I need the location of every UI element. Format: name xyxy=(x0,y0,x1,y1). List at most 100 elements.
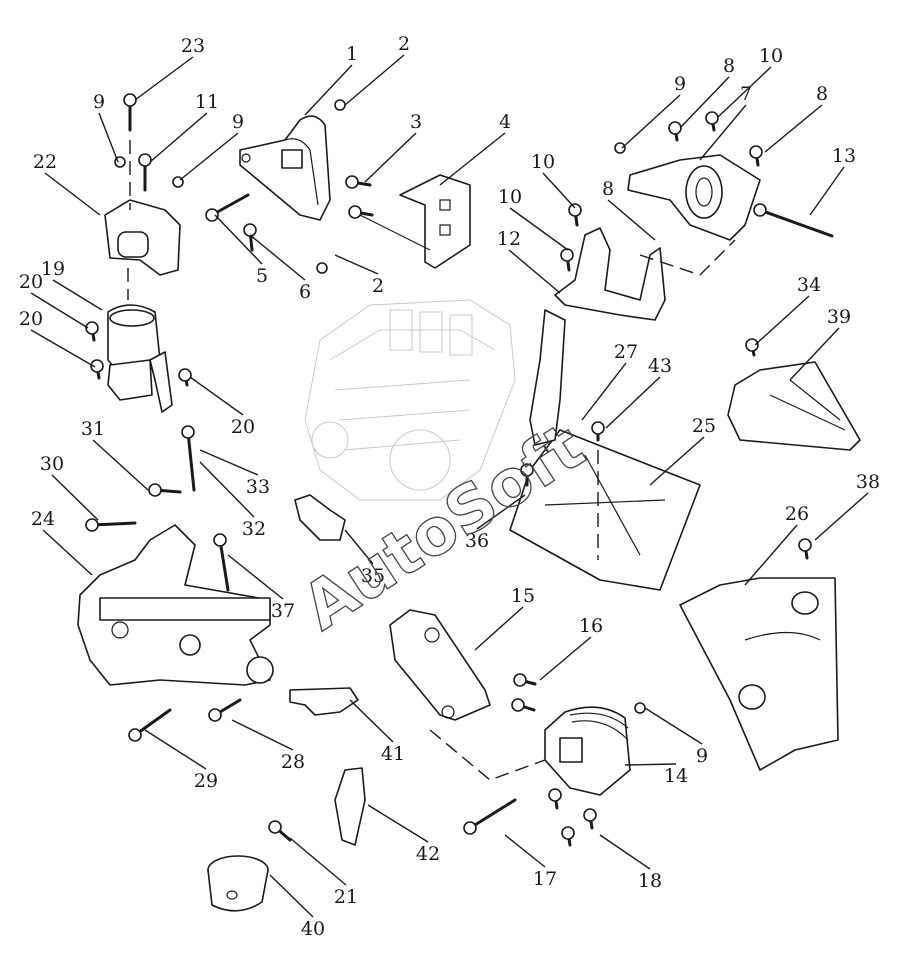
leader-line-20 xyxy=(189,376,244,416)
leader-line-10 xyxy=(542,172,576,209)
leader-line-11 xyxy=(149,112,208,163)
callout-10: 10 xyxy=(498,186,522,208)
part-26-heat-shield xyxy=(679,577,839,771)
bolt-head xyxy=(345,175,359,189)
leader-line-9 xyxy=(621,94,681,149)
bolt-head xyxy=(148,483,162,497)
leader-line-2 xyxy=(344,54,405,106)
leader-line-10 xyxy=(717,66,772,118)
bolt-head xyxy=(243,223,257,237)
callout-17: 17 xyxy=(533,868,557,890)
callout-13: 13 xyxy=(832,145,856,167)
callout-14: 14 xyxy=(664,765,688,787)
leader-line-25 xyxy=(649,436,705,486)
callout-8: 8 xyxy=(723,55,735,77)
callout-27: 27 xyxy=(614,341,638,363)
callout-20: 20 xyxy=(231,416,255,438)
nut xyxy=(334,99,346,111)
leader-lines xyxy=(30,54,869,918)
callout-32: 32 xyxy=(242,518,266,540)
bolt-head xyxy=(749,145,763,159)
callout-26: 26 xyxy=(785,503,809,525)
callout-34: 34 xyxy=(797,274,821,296)
callout-6: 6 xyxy=(299,281,311,303)
leader-line-34 xyxy=(754,295,810,346)
bolt-head xyxy=(205,208,219,222)
part-15-bracket xyxy=(389,609,491,721)
callout-9: 9 xyxy=(232,111,244,133)
bolt-shank xyxy=(186,430,196,492)
leader-line-22 xyxy=(44,172,101,216)
callout-3: 3 xyxy=(410,111,422,133)
bolt-head xyxy=(90,359,104,373)
leader-line-20 xyxy=(30,329,96,368)
callout-39: 39 xyxy=(827,306,851,328)
bolt-head xyxy=(85,518,99,532)
leader-line-38 xyxy=(814,492,869,541)
leader-line-14 xyxy=(624,763,677,766)
bolt-head xyxy=(520,463,534,477)
leader-line-3 xyxy=(364,132,417,183)
part-1-engine-mount xyxy=(239,115,331,221)
part-39-cover xyxy=(727,361,861,451)
bolt-head xyxy=(745,338,759,352)
part-41-bracket xyxy=(289,687,359,716)
bolt-head xyxy=(208,708,222,722)
leader-line-19 xyxy=(52,279,103,311)
leader-line-20 xyxy=(30,292,89,329)
bolt-head xyxy=(513,673,527,687)
bolt-head xyxy=(560,248,574,262)
bolt-shank xyxy=(90,521,137,527)
part-35-clip xyxy=(294,494,346,541)
callout-43: 43 xyxy=(648,355,672,377)
leader-line-29 xyxy=(144,729,207,770)
part-12-bracket xyxy=(554,227,666,321)
fasteners xyxy=(85,93,834,847)
callout-16: 16 xyxy=(579,615,603,637)
callout-40: 40 xyxy=(301,918,325,940)
bolt-head xyxy=(463,821,477,835)
leader-line-8 xyxy=(679,76,730,129)
part-19-mount-body xyxy=(107,304,173,413)
leader-line-16 xyxy=(539,636,592,681)
bolt-head xyxy=(138,153,152,167)
callout-2: 2 xyxy=(398,33,410,55)
leader-line-35 xyxy=(344,529,374,565)
assembly-lines xyxy=(127,140,736,781)
callout-33: 33 xyxy=(246,476,270,498)
leader-line-27 xyxy=(581,362,627,421)
engine-background xyxy=(304,299,516,501)
leader-line-36 xyxy=(476,494,526,530)
leader-line-6 xyxy=(249,234,306,281)
callout-28: 28 xyxy=(281,751,305,773)
callout-10: 10 xyxy=(759,45,783,67)
leader-line-15 xyxy=(474,606,524,651)
leader-line-8 xyxy=(607,199,656,241)
bolt-head xyxy=(85,321,99,335)
bolt-head xyxy=(568,203,582,217)
bolt-shank xyxy=(758,208,834,238)
callout-5: 5 xyxy=(256,265,268,287)
leader-line-28 xyxy=(231,719,294,751)
leader-line-37 xyxy=(227,554,284,600)
part-7-engine-mount xyxy=(627,154,761,241)
nut xyxy=(614,142,626,154)
leader-line-9 xyxy=(644,707,703,745)
callout-21: 21 xyxy=(334,886,358,908)
leader-line-33 xyxy=(199,449,259,476)
callout-20: 20 xyxy=(19,271,43,293)
leader-line-9 xyxy=(98,112,119,163)
bolt-shank xyxy=(218,538,230,592)
callout-37: 37 xyxy=(271,600,295,622)
callout-1: 1 xyxy=(346,43,358,65)
bolt-head xyxy=(128,728,142,742)
leader-line-31 xyxy=(92,439,149,491)
leader-line-39 xyxy=(789,327,840,381)
callout-9: 9 xyxy=(674,73,686,95)
callout-22: 22 xyxy=(33,151,57,173)
leader-line-43 xyxy=(605,376,661,429)
bolt-head xyxy=(548,788,562,802)
callout-10: 10 xyxy=(531,151,555,173)
